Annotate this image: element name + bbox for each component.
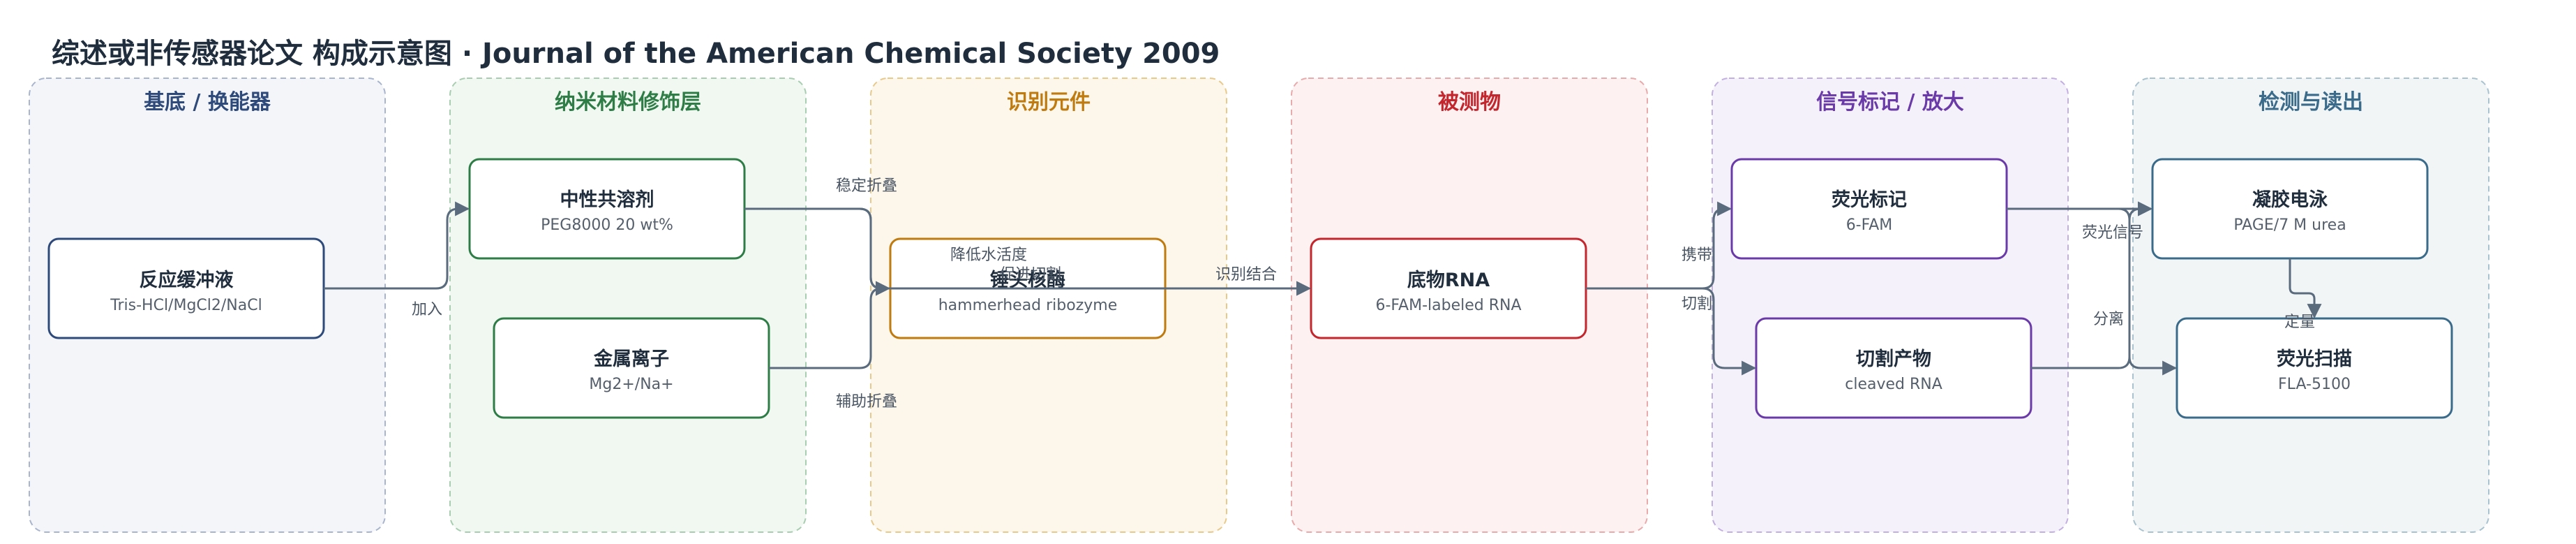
node-peg-title: 中性共溶剂 bbox=[560, 189, 654, 211]
node-cleaved-sub: cleaved RNA bbox=[1845, 376, 1942, 393]
page-title: 综述或非传感器论文 构成示意图 · Journal of the America… bbox=[52, 38, 1220, 70]
edge-label-fluor-signal: 荧光信号 bbox=[2082, 224, 2143, 242]
node-buffer-title: 反应缓冲液 bbox=[140, 269, 234, 291]
node-gel-title: 凝胶电泳 bbox=[2252, 189, 2328, 211]
node-peg-sub: PEG8000 20 wt% bbox=[541, 216, 673, 234]
lane-title-detect: 检测与读出 bbox=[2259, 90, 2363, 115]
node-fam-sub: 6-FAM bbox=[1846, 216, 1893, 234]
node-scan: 荧光扫描 FLA-5100 bbox=[2176, 317, 2453, 419]
lane-nano: 纳米材料修饰层 bbox=[449, 78, 807, 533]
node-buffer-sub: Tris-HCl/MgCl2/NaCl bbox=[110, 297, 262, 314]
node-buffer: 反应缓冲液 Tris-HCl/MgCl2/NaCl bbox=[47, 237, 325, 339]
node-scan-sub: FLA-5100 bbox=[2278, 376, 2351, 393]
edge-peg-rna bbox=[744, 207, 1312, 296]
node-metal-sub: Mg2+/Na+ bbox=[589, 376, 673, 393]
edge-label-separate: 分离 bbox=[2093, 311, 2124, 328]
edge-label-stable-fold: 稳定折叠 bbox=[836, 177, 897, 195]
node-rna-sub: 6-FAM-labeled RNA bbox=[1375, 297, 1521, 314]
node-rna-title: 底物RNA bbox=[1407, 269, 1490, 291]
node-metal-title: 金属离子 bbox=[593, 348, 669, 370]
edge-gel-scan bbox=[2289, 258, 2322, 319]
node-cleaved: 切割产物 cleaved RNA bbox=[1755, 317, 2032, 419]
edge-cleaved-gel bbox=[2031, 201, 2153, 369]
node-rna: 底物RNA 6-FAM-labeled RNA bbox=[1310, 237, 1587, 339]
lane-title-nano: 纳米材料修饰层 bbox=[555, 90, 701, 115]
node-cleaved-title: 切割产物 bbox=[1856, 348, 1931, 370]
node-ribozyme-sub: hammerhead ribozyme bbox=[938, 297, 1118, 314]
node-gel-sub: PAGE/7 M urea bbox=[2233, 216, 2346, 234]
edge-label-assist-fold: 辅助折叠 bbox=[836, 393, 897, 411]
edge-label-recognize: 识别结合 bbox=[1215, 266, 1277, 284]
node-fam: 荧光标记 6-FAM bbox=[1730, 158, 2008, 260]
edge-buffer-peg bbox=[324, 201, 470, 290]
edge-label-add: 加入 bbox=[412, 301, 442, 318]
edge-rna-fam bbox=[1586, 201, 1732, 290]
node-peg: 中性共溶剂 PEG8000 20 wt% bbox=[468, 158, 746, 260]
edge-label-promote-cleave: 促进切割 bbox=[1000, 266, 1061, 284]
lane-detect: 检测与读出 bbox=[2132, 78, 2489, 533]
node-scan-title: 荧光扫描 bbox=[2277, 348, 2352, 370]
edge-label-quantify: 定量 bbox=[2284, 314, 2315, 331]
node-gel: 凝胶电泳 PAGE/7 M urea bbox=[2151, 158, 2429, 260]
edge-metal-ribozyme bbox=[769, 281, 891, 369]
lane-title-signal: 信号标记 / 放大 bbox=[1816, 90, 1964, 115]
edge-label-lower-activity: 降低水活度 bbox=[950, 247, 1027, 264]
lane-signal: 信号标记 / 放大 bbox=[1712, 78, 2069, 533]
node-metal: 金属离子 Mg2+/Na+ bbox=[493, 317, 770, 419]
lane-title-recog: 识别元件 bbox=[1007, 90, 1091, 115]
node-fam-title: 荧光标记 bbox=[1832, 189, 1907, 211]
edge-label-carry: 携带 bbox=[1682, 247, 1712, 264]
lane-title-analyte: 被测物 bbox=[1438, 90, 1501, 115]
lane-title-substrate: 基底 / 换能器 bbox=[144, 90, 271, 115]
edge-label-cleave: 切割 bbox=[1682, 295, 1712, 313]
edge-rna-cleaved bbox=[1586, 287, 1757, 376]
